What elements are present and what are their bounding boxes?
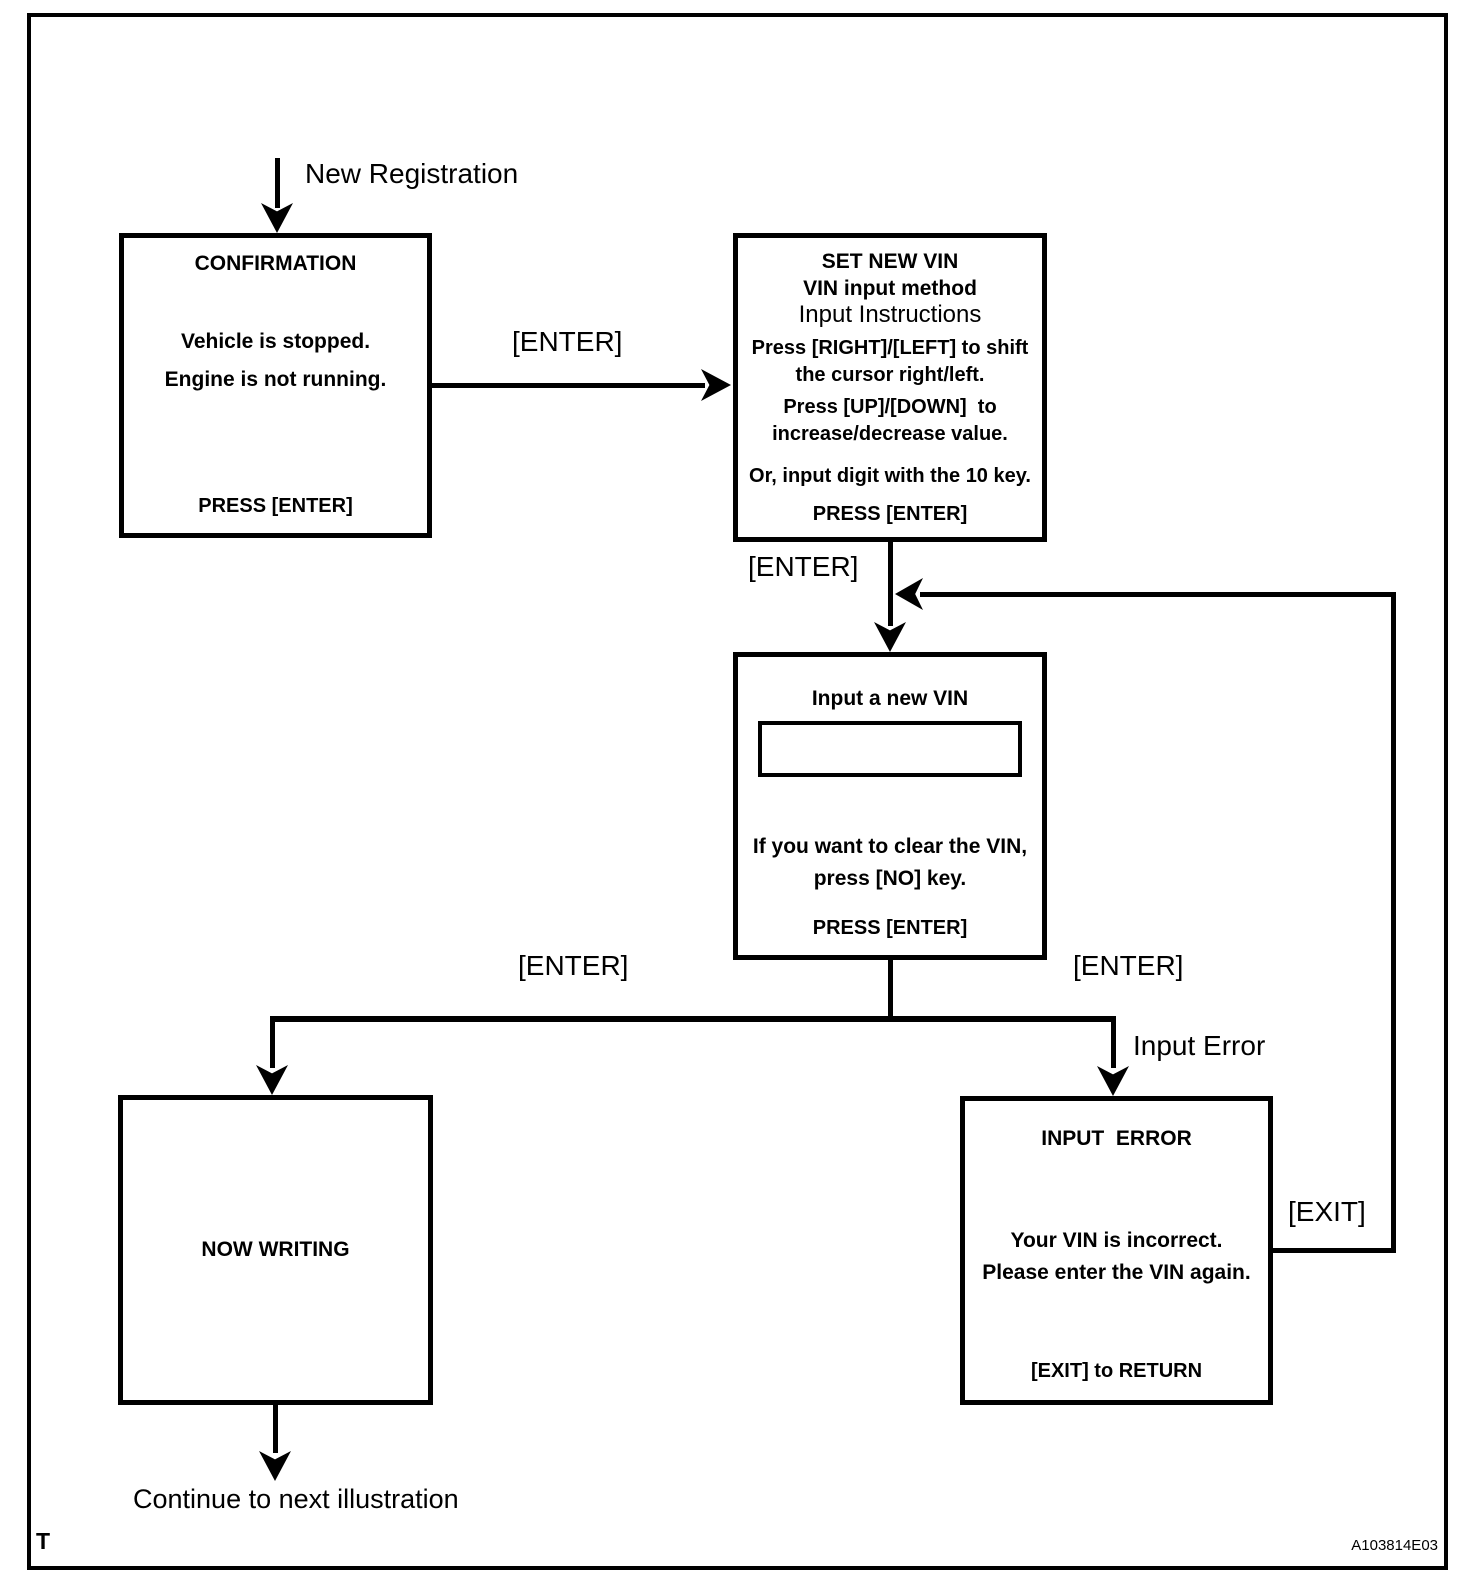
page-corner-mark: T [36,1528,51,1554]
branch-horizontal-line [270,1016,1116,1022]
connector-1-line [432,383,705,388]
input-error-line2: Please enter the VIN again. [982,1261,1251,1284]
confirmation-line2: Engine is not running. [164,368,387,391]
set-new-vin-line5: Or, input digit with the 10 key. [749,465,1031,487]
confirmation-line1: Vehicle is stopped. [180,330,371,353]
confirmation-footer: PRESS [ENTER] [198,495,353,517]
figure-code: A103814E03 [1351,1537,1438,1554]
connector-2-line [888,542,893,626]
input-error-label: Input Error [1133,1030,1266,1061]
feedback-right-line [1391,592,1396,1253]
input-error-line1: Your VIN is incorrect. [1010,1229,1223,1252]
input-vin-line1: If you want to clear the VIN, [752,835,1028,858]
page-border [27,13,1448,1570]
now-writing-title: NOW WRITING [201,1238,350,1262]
set-new-vin-box: SET NEW VIN VIN input method Input Instr… [733,233,1047,542]
continue-label: Continue to next illustration [133,1484,459,1514]
input-error-box: INPUT ERROR Your VIN is incorrect. Pleas… [960,1096,1273,1405]
branch-stem-line [888,960,893,1020]
input-vin-line2: press [NO] key. [813,867,967,890]
set-new-vin-heading: Input Instructions [798,301,982,328]
set-new-vin-line4: increase/decrease value. [772,423,1008,445]
branch-left-line [270,1016,275,1068]
enter-label-left: [ENTER] [518,950,629,981]
entry-label: New Registration [305,158,519,189]
input-error-footer: [EXIT] to RETURN [1030,1360,1203,1382]
set-new-vin-line3: Press [UP]/[DOWN] to [783,396,997,418]
entry-arrow-line [275,158,280,208]
continue-arrow-line [273,1405,278,1453]
set-new-vin-subtitle: VIN input method [803,277,977,300]
confirmation-box: CONFIRMATION Vehicle is stopped. Engine … [119,233,432,538]
exit-label: [EXIT] [1288,1196,1366,1227]
input-vin-box: Input a new VIN If you want to clear the… [733,652,1047,960]
enter-label-2: [ENTER] [748,551,859,582]
set-new-vin-footer: PRESS [ENTER] [812,503,968,525]
set-new-vin-line2: the cursor right/left. [795,364,985,386]
input-vin-title: Input a new VIN [811,687,969,710]
now-writing-box: NOW WRITING [118,1095,433,1405]
set-new-vin-line1: Press [RIGHT]/[LEFT] to shift [751,337,1029,359]
confirmation-title: CONFIRMATION [194,252,357,275]
feedback-top-line [920,592,1396,597]
input-vin-footer: PRESS [ENTER] [812,917,968,939]
feedback-bottom-line [1272,1248,1396,1253]
enter-label-right: [ENTER] [1073,950,1184,981]
branch-right-line [1111,1016,1116,1068]
enter-label-1: [ENTER] [512,326,623,357]
set-new-vin-title: SET NEW VIN [821,250,959,273]
vin-input-field [758,721,1022,777]
input-error-title: INPUT ERROR [1041,1127,1192,1150]
